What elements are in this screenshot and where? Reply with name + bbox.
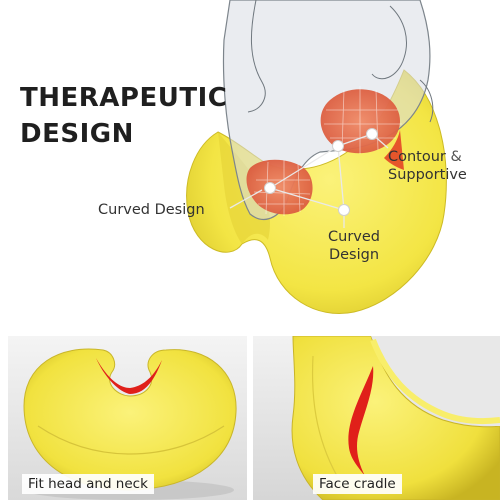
- callout-ampersand: &: [450, 149, 462, 165]
- pillow-front-view: [8, 336, 247, 500]
- panel-face-cradle: Face cradle: [253, 336, 500, 500]
- panel-fit-head-neck: Fit head and neck: [8, 336, 247, 500]
- pillow-illustration: [186, 0, 447, 314]
- pillow-top-shape: [291, 336, 500, 500]
- callout-design-word: Design: [328, 247, 380, 263]
- neck-muscle-left: [246, 159, 313, 215]
- caption-face-cradle: Face cradle: [313, 474, 402, 494]
- callout-curved-word: Curved: [328, 229, 380, 245]
- callout-curved-design-center: Curved Design: [314, 228, 394, 264]
- cradle-highlight-red: [348, 366, 374, 476]
- callout-contour-word: Contour: [388, 149, 446, 165]
- callout-contour-supportive: Contour & Supportive: [388, 148, 498, 184]
- curve-highlight-red: [96, 358, 162, 394]
- callout-supportive-word: Supportive: [388, 167, 467, 183]
- hero-illustration: THERAPEUTIC DESIGN Curved Design Contour…: [20, 0, 498, 314]
- headline-line-1: THERAPEUTIC: [20, 83, 228, 113]
- contour-edge: [384, 130, 404, 170]
- callout-curved-design-left: Curved Design: [98, 202, 205, 218]
- pillow-top-view: [253, 336, 500, 500]
- headline: THERAPEUTIC DESIGN: [20, 80, 227, 152]
- headline-line-2: DESIGN: [20, 119, 134, 149]
- caption-fit-head-neck: Fit head and neck: [22, 474, 154, 494]
- callout-dots: [264, 128, 378, 216]
- head-detail: [247, 0, 266, 113]
